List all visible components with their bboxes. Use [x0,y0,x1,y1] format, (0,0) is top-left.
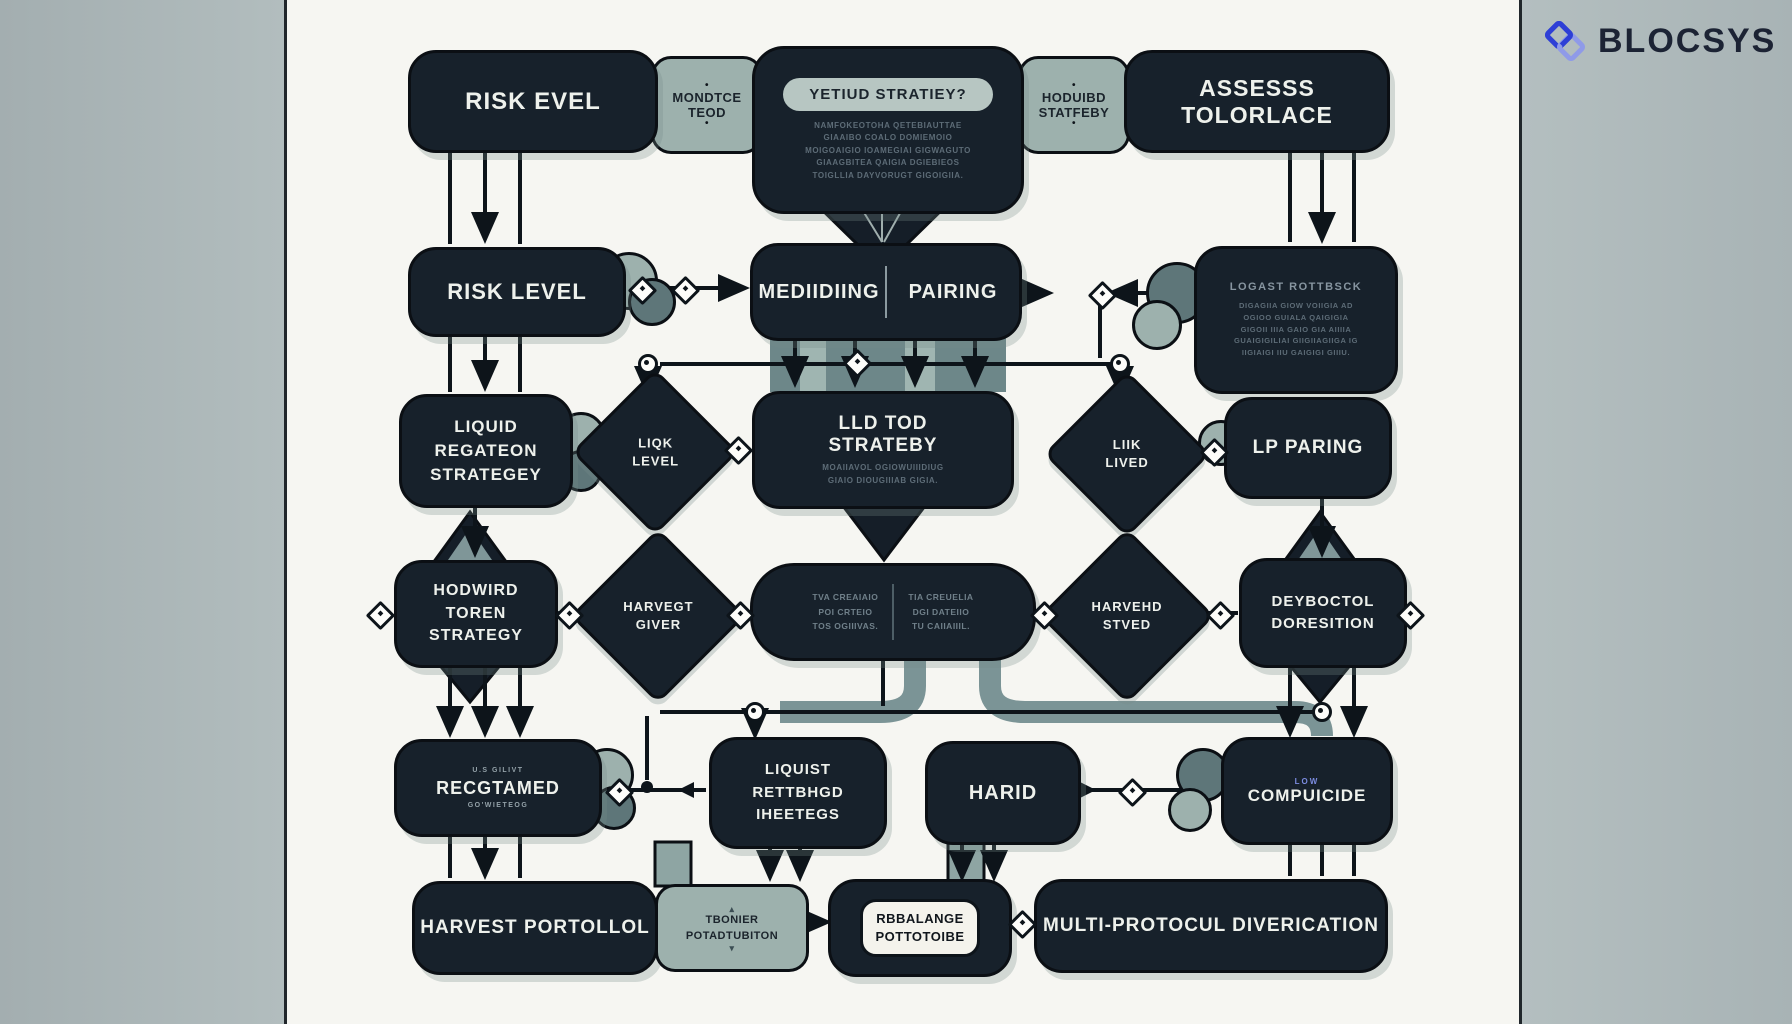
blocsys-link-icon [1545,21,1585,61]
node-label: STRATEBY [828,435,938,457]
node-compuicide: LOW COMPUICIDE [1221,737,1393,845]
right-background-band [1516,0,1792,1024]
node-label: STATFEBY [1038,105,1110,120]
connector-circle [1110,354,1130,374]
node-assesss-tolorlace: ASSESSS TOLORLACE [1124,50,1390,153]
node-lp-paring: LP PARING [1224,397,1392,499]
node-label: LLD TOD [838,413,928,435]
node-label: TEOD [687,105,727,120]
scallop-decoration [1168,788,1212,832]
node-label: RISK EVEL [465,87,601,115]
node-micro-text: GO'WIETEOG [467,801,529,809]
decision-label: STVED [1102,617,1152,632]
connector-circle [745,702,765,722]
node-label: TOREN [445,604,507,622]
node-label: RECGTAMED [436,777,560,798]
decision-label: LIVED [1105,454,1149,470]
node-label: MEDIIDIING [758,280,880,303]
node-label: REGATEON [434,441,538,461]
decision-label: LIIK [1112,437,1142,453]
node-micro-text: LOW [1294,776,1320,786]
node-label: MULTI-PROTOCUL DIVERICATION [1043,915,1379,936]
node-label: LIQUIST [764,761,832,779]
node-label: POTADTUBITON [685,930,779,942]
node-label: IHEETEGS [756,806,840,824]
divider [885,266,887,318]
dot-decoration: • [1071,118,1076,129]
node-label: PAIRING [908,280,998,303]
decision-label: GIVER [635,616,681,632]
dot-decoration: • [1071,80,1076,91]
node-title: LOGAST ROTTBSCK [1229,281,1363,294]
divider [892,584,895,640]
node-mediiding-pairing: MEDIIDIING PAIRING [750,243,1022,341]
node-label: HARID [968,781,1038,804]
node-hoduibd-statfeby: • HODUIBD STATFEBY • [1018,56,1130,154]
node-label: RETTBHGD [752,783,844,801]
dot-decoration: • [704,118,709,129]
node-label: STRATEGY [429,627,523,645]
connector-circle [1312,702,1332,722]
node-label: RISK LEVEL [447,279,587,304]
decision-label: LIQK [637,435,673,451]
dot-decoration: • [704,80,709,91]
node-lld-tod-strateby: LLD TOD STRATEBY MOAIIAVOL OGIOWUIIIDIUG… [752,391,1014,509]
node-label: TBONIER [705,913,759,926]
node-tbonier-potadtubiton: ▴ TBONIER POTADTUBITON ▾ [655,884,809,972]
node-liquid-regateon-strategey: LIQUID REGATEON STRATEGEY [399,394,573,508]
connector-circle [638,354,658,374]
node-label: HODUIBD [1041,90,1107,105]
decision-label: HARVEHD [1091,599,1163,615]
node-risk-level: RISK LEVEL [408,247,626,337]
node-label: HODWIRD [433,582,519,600]
node-label: COMPUICIDE [1247,785,1367,805]
node-body-text: GIAIO DIOUGIIIAB GIGIA. [827,475,939,485]
node-multi-protocul-diverication: MULTI-PROTOCUL DIVERICATION [1034,879,1388,973]
node-risk-evel: RISK EVEL [408,50,658,153]
node-mondtce-teod: • MONDTCE TEOD • [651,56,763,154]
node-liquist-rettbhgd-iheetegs: LIQUIST RETTBHGD IHEETEGS [709,737,887,849]
brand-name: BLOCSYS [1598,21,1777,60]
decision-label: HARVEGT [622,599,694,615]
node-label: LIQUID [454,417,518,437]
arrow-decoration: ▴ [729,903,735,914]
node-label: DORESITION [1271,615,1375,632]
node-label: HARVEST PORTOLLOL [420,917,650,938]
node-label: MONDTCE [672,90,742,105]
arrow-decoration: ▾ [729,942,735,953]
node-label: ASSESSS TOLORLACE [1181,74,1333,128]
node-logast-rottbsck: LOGAST ROTTBSCK DIGAGIIA GIOW VOIIGIA AD… [1194,246,1398,394]
node-yetiud-stratiey: YETIUD STRATIEY? NAMFOKEOTOHA QETEBIAUTT… [752,46,1024,214]
node-deyboctol-doresition: DEYBOCTOL DORESITION [1239,558,1407,668]
brand-logo: BLOCSYS [1542,18,1776,64]
node-harid: HARID [925,741,1081,845]
node-hodwird-toren-strategy: HODWIRD TOREN STRATEGY [394,560,558,668]
decision-label: LEVEL [631,453,679,468]
scallop-decoration [1132,300,1182,350]
node-recgtamed: U.S GILIVT RECGTAMED GO'WIETEOG [394,739,602,837]
left-background-band [0,0,284,1024]
node-label: DEYBOCTOL [1271,592,1375,610]
node-label: STRATEGEY [430,464,542,484]
node-body-text: MOAIIAVOL OGIOWUIIIDIUG [822,463,944,473]
node-title-pill: YETIUD STRATIEY? [783,78,993,112]
node-micro-text: U.S GILIVT [472,766,524,774]
node-harvest-portollol: HARVEST PORTOLLOL [412,881,658,975]
node-label: LP PARING [1252,437,1364,458]
